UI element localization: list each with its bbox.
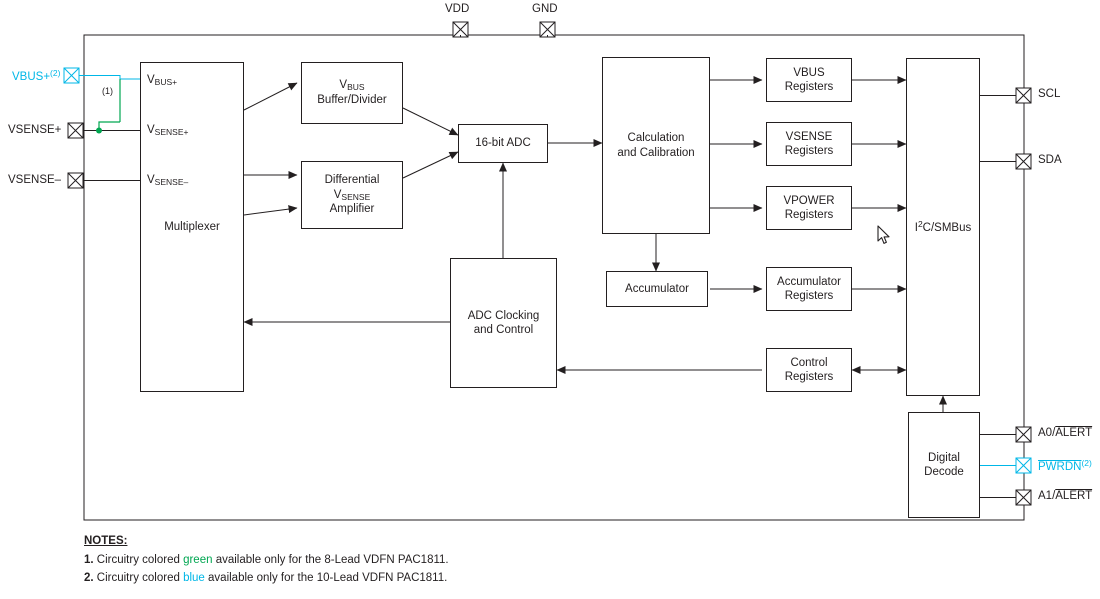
pin-label-a0-alert: A0/ALERT bbox=[1038, 427, 1093, 439]
note-2-pre: Circuitry colored bbox=[96, 572, 184, 584]
adc-clk-line2: and Control bbox=[473, 324, 534, 336]
pin-label-vsense-plus: VSENSE+ bbox=[8, 124, 62, 136]
block-vpower-registers: VPOWER Registers bbox=[766, 186, 852, 230]
note-2-number: 2. bbox=[84, 572, 94, 584]
digital-decode-line2: Decode bbox=[924, 466, 964, 478]
pin-label-a1-alert: A1/ALERT bbox=[1038, 490, 1093, 502]
diff-amp-line1: Differential bbox=[324, 174, 380, 187]
pad-a0-alert bbox=[1015, 426, 1032, 443]
block-multiplexer-label: Multiplexer bbox=[164, 220, 220, 233]
note-2-post: available only for the 10-Lead VDFN PAC1… bbox=[204, 572, 448, 584]
block-16-bit-adc: 16-bit ADC bbox=[458, 124, 548, 163]
note-item-2: 2. Circuitry colored blue available only… bbox=[84, 572, 449, 584]
notes-section: NOTES: 1. Circuitry colored green availa… bbox=[84, 535, 449, 590]
pad-sda bbox=[1015, 153, 1032, 170]
block-vbus-buffer-line1: VBUS bbox=[339, 79, 365, 93]
calc-line2: and Calibration bbox=[617, 146, 695, 159]
pin-label-sda: SDA bbox=[1038, 154, 1062, 166]
vpower-reg-line2: Registers bbox=[784, 209, 834, 221]
vsense-reg-line2: Registers bbox=[784, 145, 834, 157]
internal-label-vsense-minus: VSENSE– bbox=[147, 174, 189, 188]
pin-label-vbus-plus: VBUS+(2) bbox=[12, 68, 61, 83]
pin-label-gnd: GND bbox=[532, 3, 558, 15]
ctrl-reg-line1: Control bbox=[790, 356, 828, 369]
internal-label-vsense-plus: VSENSE+ bbox=[147, 124, 189, 138]
note-2-color-word: blue bbox=[183, 572, 205, 584]
pin-label-scl: SCL bbox=[1038, 88, 1061, 100]
adc-label: 16-bit ADC bbox=[475, 137, 531, 150]
vpower-reg-line1: VPOWER bbox=[783, 194, 835, 207]
ctrl-reg-line2: Registers bbox=[784, 371, 834, 383]
block-vsense-registers: VSENSE Registers bbox=[766, 122, 852, 166]
block-accumulator-registers: Accumulator Registers bbox=[766, 267, 852, 311]
diff-amp-line2: VSENSE bbox=[333, 188, 371, 202]
note-1-pre: Circuitry colored bbox=[96, 554, 184, 566]
pad-vsense-minus bbox=[67, 172, 84, 189]
block-differential-vsense-amplifier: Differential VSENSE Amplifier bbox=[301, 161, 403, 229]
pad-vdd bbox=[452, 21, 469, 38]
pin-label-pwrdn: PWRDN(2) bbox=[1038, 458, 1092, 473]
pin-label-vsense-minus: VSENSE– bbox=[8, 174, 62, 186]
pad-pwrdn bbox=[1015, 457, 1032, 474]
block-accumulator: Accumulator bbox=[606, 271, 708, 307]
notes-heading: NOTES: bbox=[84, 535, 128, 547]
diff-amp-line3: Amplifier bbox=[329, 203, 375, 216]
acc-reg-line2: Registers bbox=[784, 290, 834, 302]
calc-line1: Calculation bbox=[627, 132, 685, 145]
vsense-reg-line1: VSENSE bbox=[785, 130, 833, 143]
mouse-pointer-icon bbox=[877, 225, 890, 244]
pin-label-vdd: VDD bbox=[445, 3, 470, 15]
block-multiplexer: Multiplexer bbox=[140, 62, 244, 392]
block-digital-decode: Digital Decode bbox=[908, 412, 980, 518]
internal-label-vbus-plus: VBUS+ bbox=[147, 74, 178, 88]
pad-gnd bbox=[539, 21, 556, 38]
block-vbus-buffer-divider: VBUS Buffer/Divider bbox=[301, 62, 403, 124]
i2c-smbus-label: I2C/SMBus bbox=[914, 218, 972, 234]
pad-scl bbox=[1015, 87, 1032, 104]
block-adc-clocking-and-control: ADC Clocking and Control bbox=[450, 258, 557, 388]
block-i2c-smbus: I2C/SMBus bbox=[906, 58, 980, 396]
pad-a1-alert bbox=[1015, 489, 1032, 506]
block-control-registers: Control Registers bbox=[766, 348, 852, 392]
acc-reg-line1: Accumulator bbox=[777, 275, 841, 288]
block-vbus-buffer-line2: Buffer/Divider bbox=[317, 94, 387, 107]
block-vbus-registers: VBUS Registers bbox=[766, 58, 852, 102]
pad-vsense-plus bbox=[67, 122, 84, 139]
callout-note-ref-1: (1) bbox=[102, 86, 113, 96]
accumulator-label: Accumulator bbox=[625, 282, 689, 295]
note-item-1: 1. Circuitry colored green available onl… bbox=[84, 554, 449, 566]
note-1-post: available only for the 8-Lead VDFN PAC18… bbox=[212, 554, 449, 566]
note-1-number: 1. bbox=[84, 554, 94, 566]
pad-vbus-plus bbox=[63, 67, 80, 84]
adc-clk-line1: ADC Clocking bbox=[467, 309, 540, 322]
block-calculation-and-calibration: Calculation and Calibration bbox=[602, 57, 710, 234]
vbus-reg-line2: Registers bbox=[784, 81, 834, 93]
digital-decode-line1: Digital bbox=[928, 451, 960, 464]
vbus-reg-line1: VBUS bbox=[793, 66, 825, 79]
note-1-color-word: green bbox=[183, 554, 213, 566]
